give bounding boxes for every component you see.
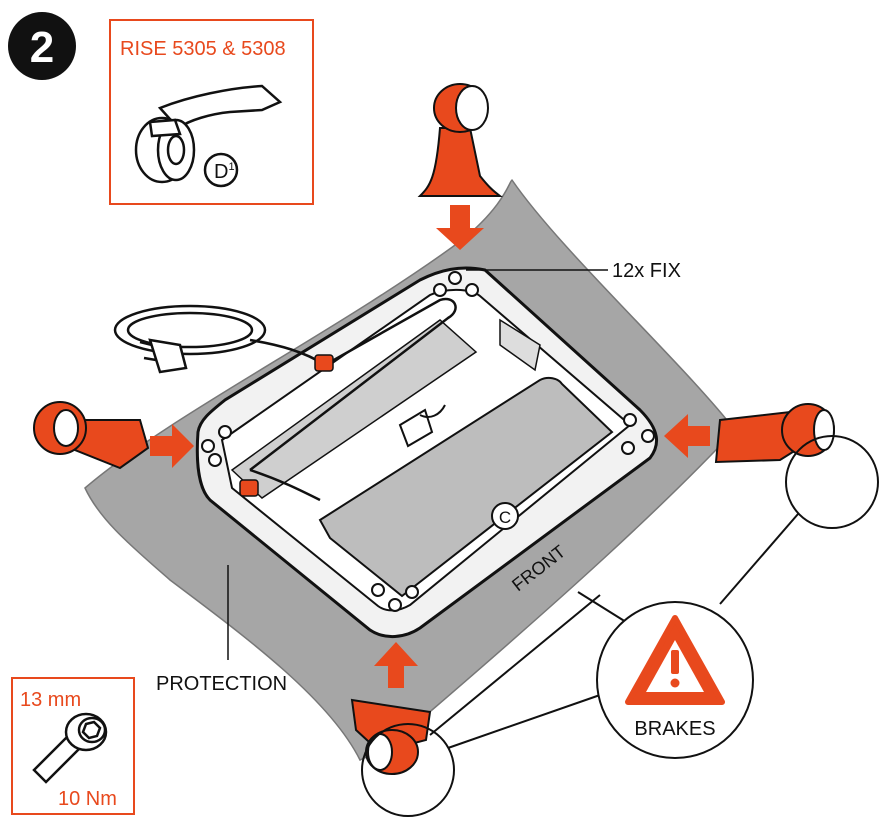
brakes-warning: BRAKES bbox=[596, 601, 754, 759]
direction-arrow-icon bbox=[150, 205, 710, 688]
socket-wrench-icon bbox=[32, 712, 108, 784]
part-box-title: RISE 5305 & 5308 bbox=[120, 38, 286, 60]
brakes-label: BRAKES bbox=[634, 718, 715, 740]
step-number: 2 bbox=[30, 23, 54, 72]
brake-detail-circles bbox=[361, 435, 879, 817]
part-c-label: C bbox=[499, 508, 511, 527]
protection-label: PROTECTION bbox=[156, 673, 287, 695]
castor-right bbox=[714, 403, 835, 464]
part-box: RISE 5305 & 5308 D1 bbox=[109, 19, 314, 205]
cable-clips bbox=[239, 354, 334, 497]
tool-box: 13 mm 10 Nm bbox=[11, 677, 135, 815]
wrench-size-label: 13 mm bbox=[20, 689, 81, 711]
part-id-label: D1 bbox=[214, 161, 235, 183]
fix-label: 12x FIX bbox=[612, 260, 681, 282]
warning-triangle-icon bbox=[625, 615, 725, 705]
castor-top bbox=[417, 83, 503, 197]
castor-left bbox=[33, 401, 150, 470]
iec-connector bbox=[398, 404, 446, 448]
castor-wheel-icon bbox=[134, 84, 283, 184]
power-cable bbox=[113, 297, 457, 502]
torque-label: 10 Nm bbox=[58, 788, 117, 810]
step-badge: 2 bbox=[8, 12, 76, 80]
power-plug-icon bbox=[139, 338, 188, 374]
castor-bottom bbox=[350, 698, 432, 775]
